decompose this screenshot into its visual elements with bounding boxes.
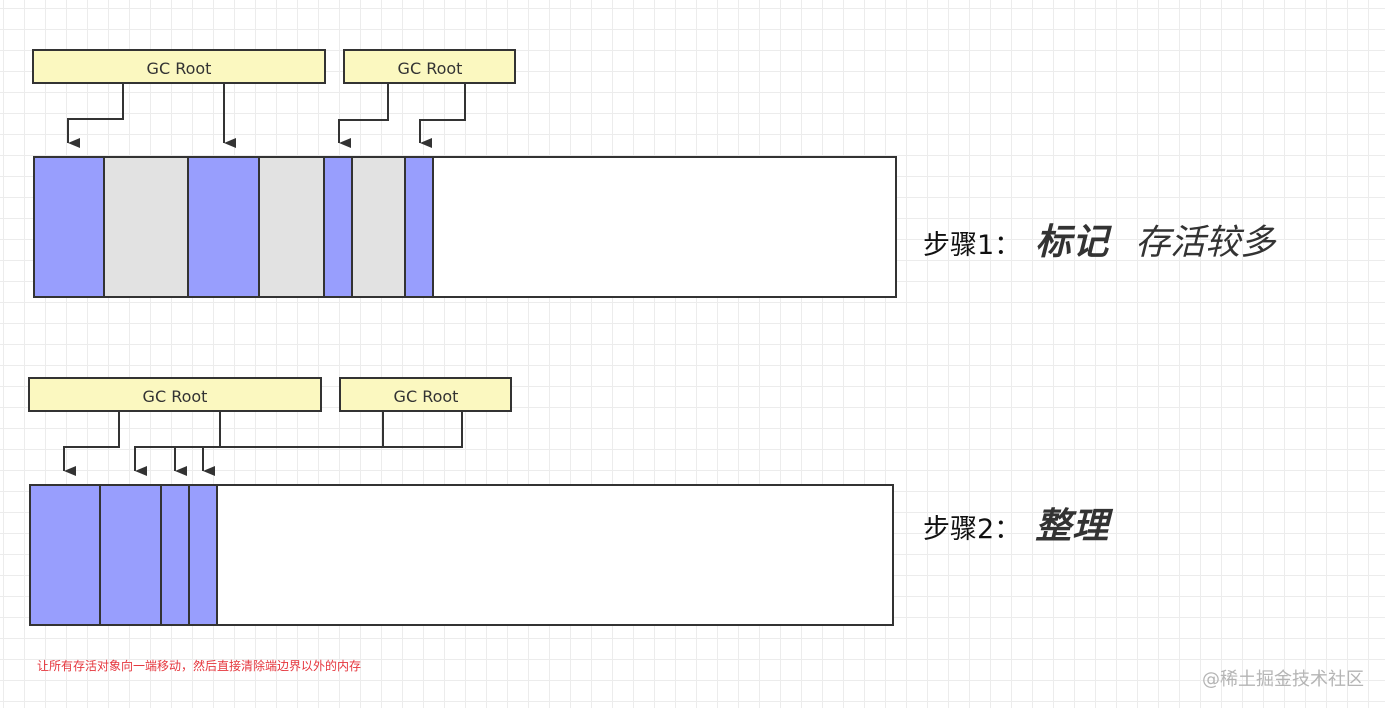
arrow-down-icon xyxy=(419,84,466,148)
gc-root-label: GC Root xyxy=(147,59,212,78)
gc-root-label: GC Root xyxy=(398,59,463,78)
step1-root-b: GC Root xyxy=(343,49,516,84)
arrow-down-icon xyxy=(338,84,389,148)
step1-subtitle: 存活较多 xyxy=(1135,223,1276,263)
gc-root-box xyxy=(32,49,326,84)
step1-references xyxy=(67,84,466,148)
heap-segment-live xyxy=(160,484,190,626)
step2-title: 整理 xyxy=(1035,506,1110,547)
step1-root-a: GC Root xyxy=(32,49,326,84)
step1-caption: 步骤1： 标记存活较多 xyxy=(923,213,1275,265)
heap-segment-garbage xyxy=(258,156,325,298)
arrow-down-icon xyxy=(67,84,124,148)
heap-segment-live xyxy=(187,156,260,298)
step1-prefix: 步骤1： xyxy=(923,230,1022,261)
watermark: @稀土掘金技术社区 xyxy=(1202,669,1364,690)
explanation-note: 让所有存活对象向一端移动，然后直接清除端边界以外的内存 xyxy=(37,659,362,673)
step2-heap xyxy=(29,484,894,626)
step2-caption: 步骤2： 整理 xyxy=(923,497,1109,549)
step2-prefix: 步骤2： xyxy=(923,514,1022,545)
step2-root-a: GC Root xyxy=(28,377,322,412)
heap-segment-live xyxy=(99,484,162,626)
heap-segment-live xyxy=(33,156,105,298)
heap-segment-garbage xyxy=(351,156,406,298)
step1-title: 标记 xyxy=(1035,222,1110,263)
heap-segment-live xyxy=(404,156,434,298)
heap-segment-free xyxy=(432,156,897,298)
arrow-down-icon xyxy=(63,412,120,476)
arrow-down-icon xyxy=(134,412,463,476)
heap-segment-free xyxy=(216,484,894,626)
gc-root-box xyxy=(339,377,512,412)
step1-group: GC Root GC Root xyxy=(32,49,897,298)
heap-segment-live xyxy=(323,156,353,298)
heap-segment-live xyxy=(29,484,101,626)
step2-root-b: GC Root xyxy=(339,377,512,412)
heap-segment-live xyxy=(188,484,218,626)
gc-root-box xyxy=(343,49,516,84)
step2-references xyxy=(63,412,463,476)
step2-group: GC Root GC Root xyxy=(28,377,894,626)
gc-root-label: GC Root xyxy=(143,387,208,406)
gc-root-label: GC Root xyxy=(394,387,459,406)
heap-segment-garbage xyxy=(103,156,189,298)
step1-heap xyxy=(33,156,897,298)
gc-root-box xyxy=(28,377,322,412)
